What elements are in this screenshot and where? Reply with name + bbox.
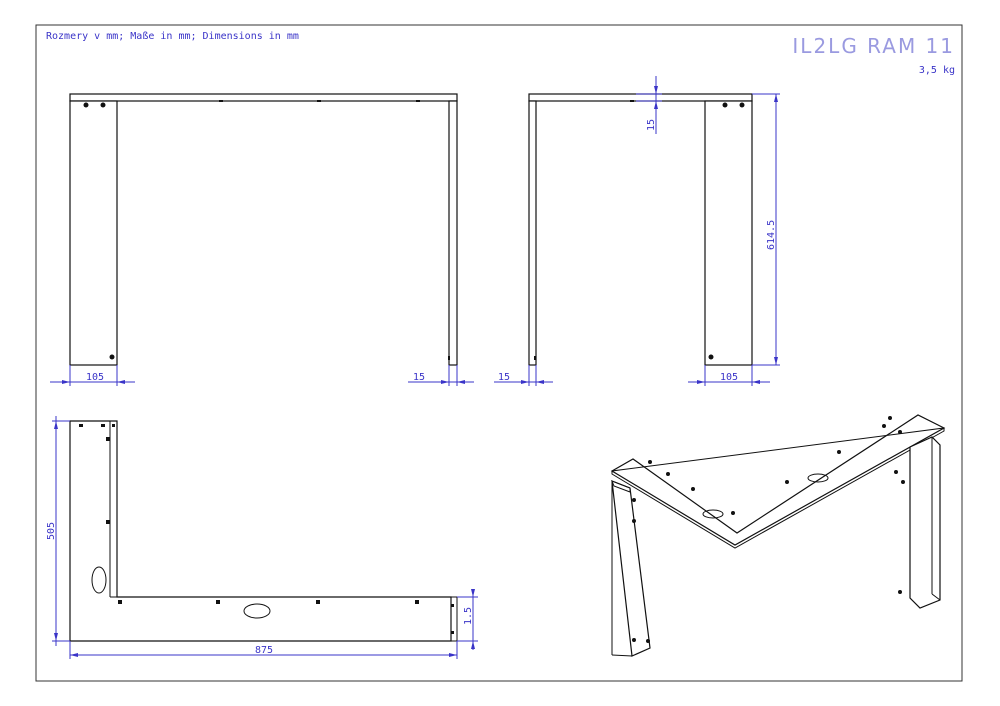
sheet-border [35,24,963,682]
svg-text:15: 15 [413,372,425,383]
top-dim-875: 875 [69,641,458,659]
svg-text:614.5: 614.5 [766,220,777,250]
svg-text:505: 505 [46,522,57,540]
svg-text:105: 105 [720,372,738,383]
front-dim-15: 15 [408,365,474,386]
side-view [528,93,753,366]
side-dim-614-5: 614.5 [752,93,780,366]
side-dim-105: 105 [688,365,770,386]
front-view [69,93,458,366]
front-dim-105: 105 [50,365,135,386]
svg-text:15: 15 [646,119,657,131]
svg-text:15: 15 [498,372,510,383]
isometric-view [610,414,946,657]
side-dim-15-top: 15 [636,76,662,134]
weight-label: 3,5 kg [919,65,955,76]
top-dim-505: 505 [46,416,70,646]
svg-text:875: 875 [255,645,273,656]
svg-text:1.5: 1.5 [463,607,474,625]
top-view [69,420,458,642]
units-note: Rozmery v mm; Maße in mm; Dimensions in … [46,31,299,42]
top-dim-1-5: 1.5 [457,589,478,650]
drawing-title: IL2LG RAM 11 [792,34,955,58]
side-dim-15-left: 15 [494,365,553,386]
svg-text:105: 105 [86,372,104,383]
